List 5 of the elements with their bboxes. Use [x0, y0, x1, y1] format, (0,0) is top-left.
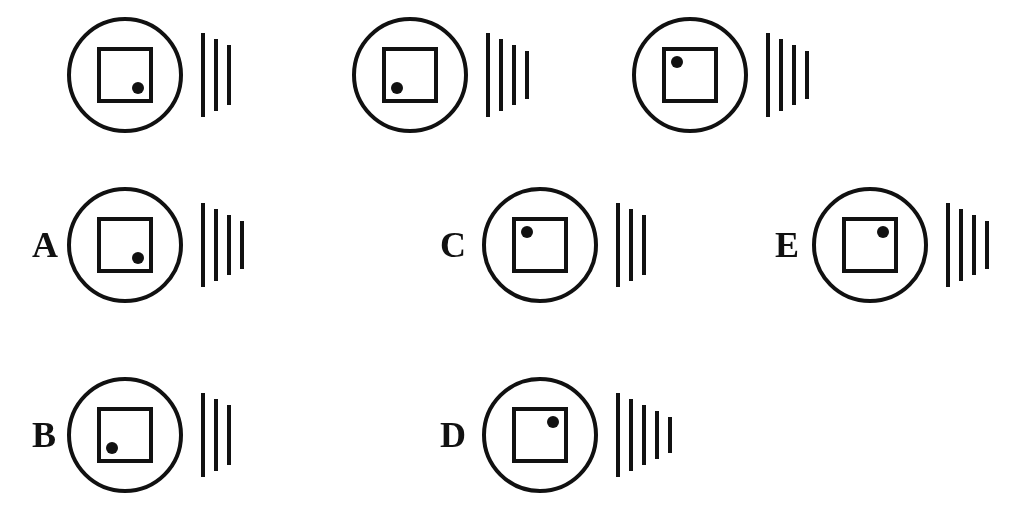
option-letter: D	[440, 415, 466, 455]
option-letter: B	[32, 415, 56, 455]
option-letter: E	[775, 225, 799, 265]
option-letter: A	[32, 225, 58, 265]
option-letter: C	[440, 225, 466, 265]
